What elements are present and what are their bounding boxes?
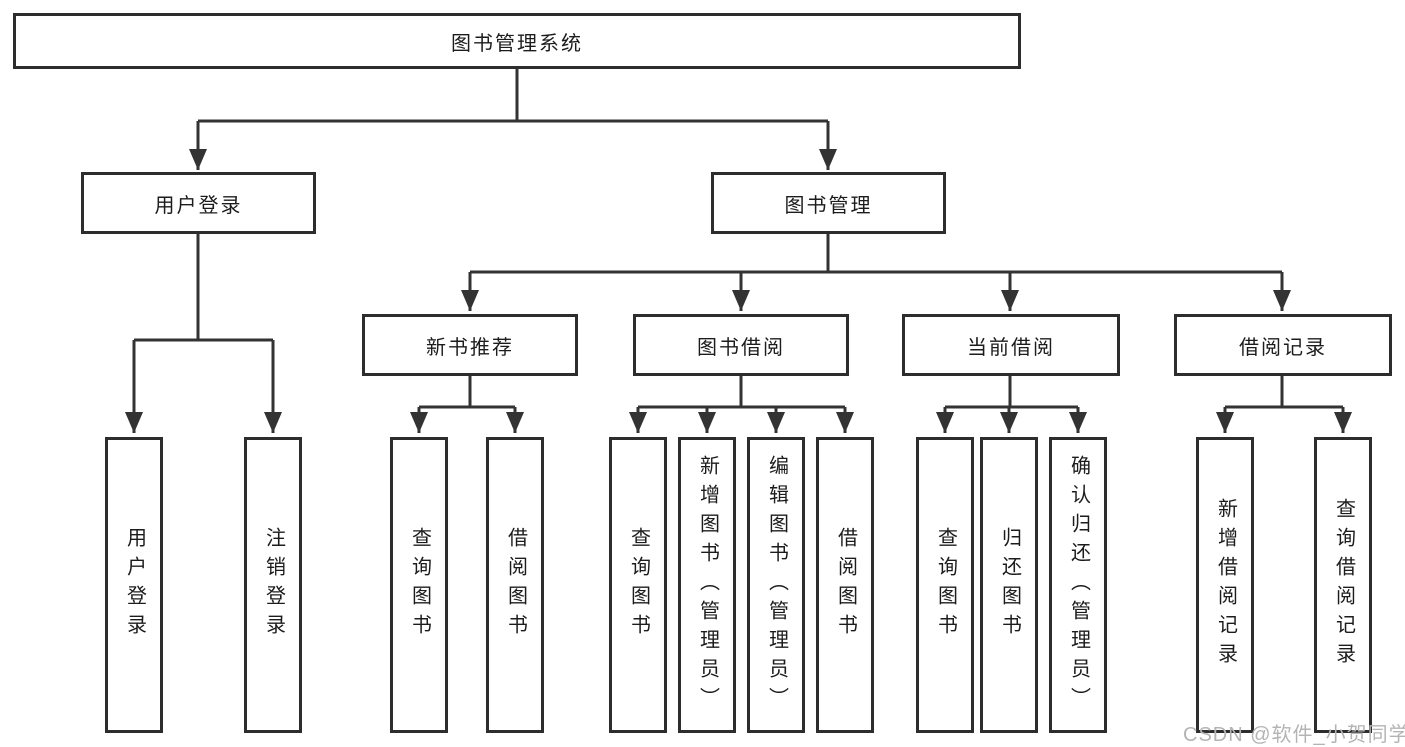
node-label: 借阅图书 (504, 527, 527, 643)
csdn-watermark: CSDN @软件_小贺同学 (1183, 724, 1405, 746)
leaf-user-login: 用户登录 (105, 437, 163, 733)
node-label: 查询图书 (627, 527, 650, 643)
leaf-add-borrow-record: 新增借阅记录 (1196, 437, 1254, 733)
node-label: 查询借阅记录 (1332, 498, 1355, 672)
leaf-return-books: 归还图书 (980, 437, 1038, 733)
node-label: 新增图书（管理员） (696, 454, 719, 716)
leaf-edit-books-admin: 编辑图书（管理员） (747, 437, 805, 733)
node-label: 用户登录 (123, 527, 146, 643)
node-label: 图书管理 (784, 194, 873, 217)
node-label: 借阅图书 (834, 527, 857, 643)
node-label: 借阅记录 (1239, 336, 1327, 359)
node-label: 查询图书 (934, 527, 957, 643)
node-label: 归还图书 (998, 527, 1021, 643)
node-book-management: 图书管理 (711, 172, 946, 234)
leaf-query-books-recommend: 查询图书 (390, 437, 448, 733)
node-label: 当前借阅 (967, 336, 1055, 359)
node-label: 确认归还（管理员） (1067, 454, 1090, 716)
leaf-query-books-borrow: 查询图书 (609, 437, 667, 733)
node-user-login: 用户登录 (81, 172, 316, 234)
leaf-confirm-return-admin: 确认归还（管理员） (1049, 437, 1107, 733)
leaf-query-books-current: 查询图书 (916, 437, 974, 733)
node-current-borrow: 当前借阅 (902, 314, 1120, 376)
leaf-borrow-books-recommend: 借阅图书 (486, 437, 544, 733)
node-label: 图书管理系统 (451, 32, 583, 55)
node-label: 查询图书 (408, 527, 431, 643)
node-root-system: 图书管理系统 (13, 13, 1021, 69)
leaf-query-borrow-record: 查询借阅记录 (1314, 437, 1372, 733)
leaf-borrow-books: 借阅图书 (816, 437, 874, 733)
node-new-book-recommend: 新书推荐 (362, 314, 578, 376)
node-label: 新书推荐 (426, 336, 514, 359)
node-book-borrow: 图书借阅 (633, 314, 849, 376)
leaf-add-books-admin: 新增图书（管理员） (678, 437, 736, 733)
node-label: 注销登录 (262, 527, 285, 643)
node-label: 编辑图书（管理员） (765, 454, 788, 716)
node-label: 用户登录 (154, 194, 243, 217)
node-borrow-records: 借阅记录 (1174, 314, 1392, 376)
node-label: 新增借阅记录 (1214, 498, 1237, 672)
leaf-logout: 注销登录 (244, 437, 302, 733)
node-label: 图书借阅 (697, 336, 785, 359)
